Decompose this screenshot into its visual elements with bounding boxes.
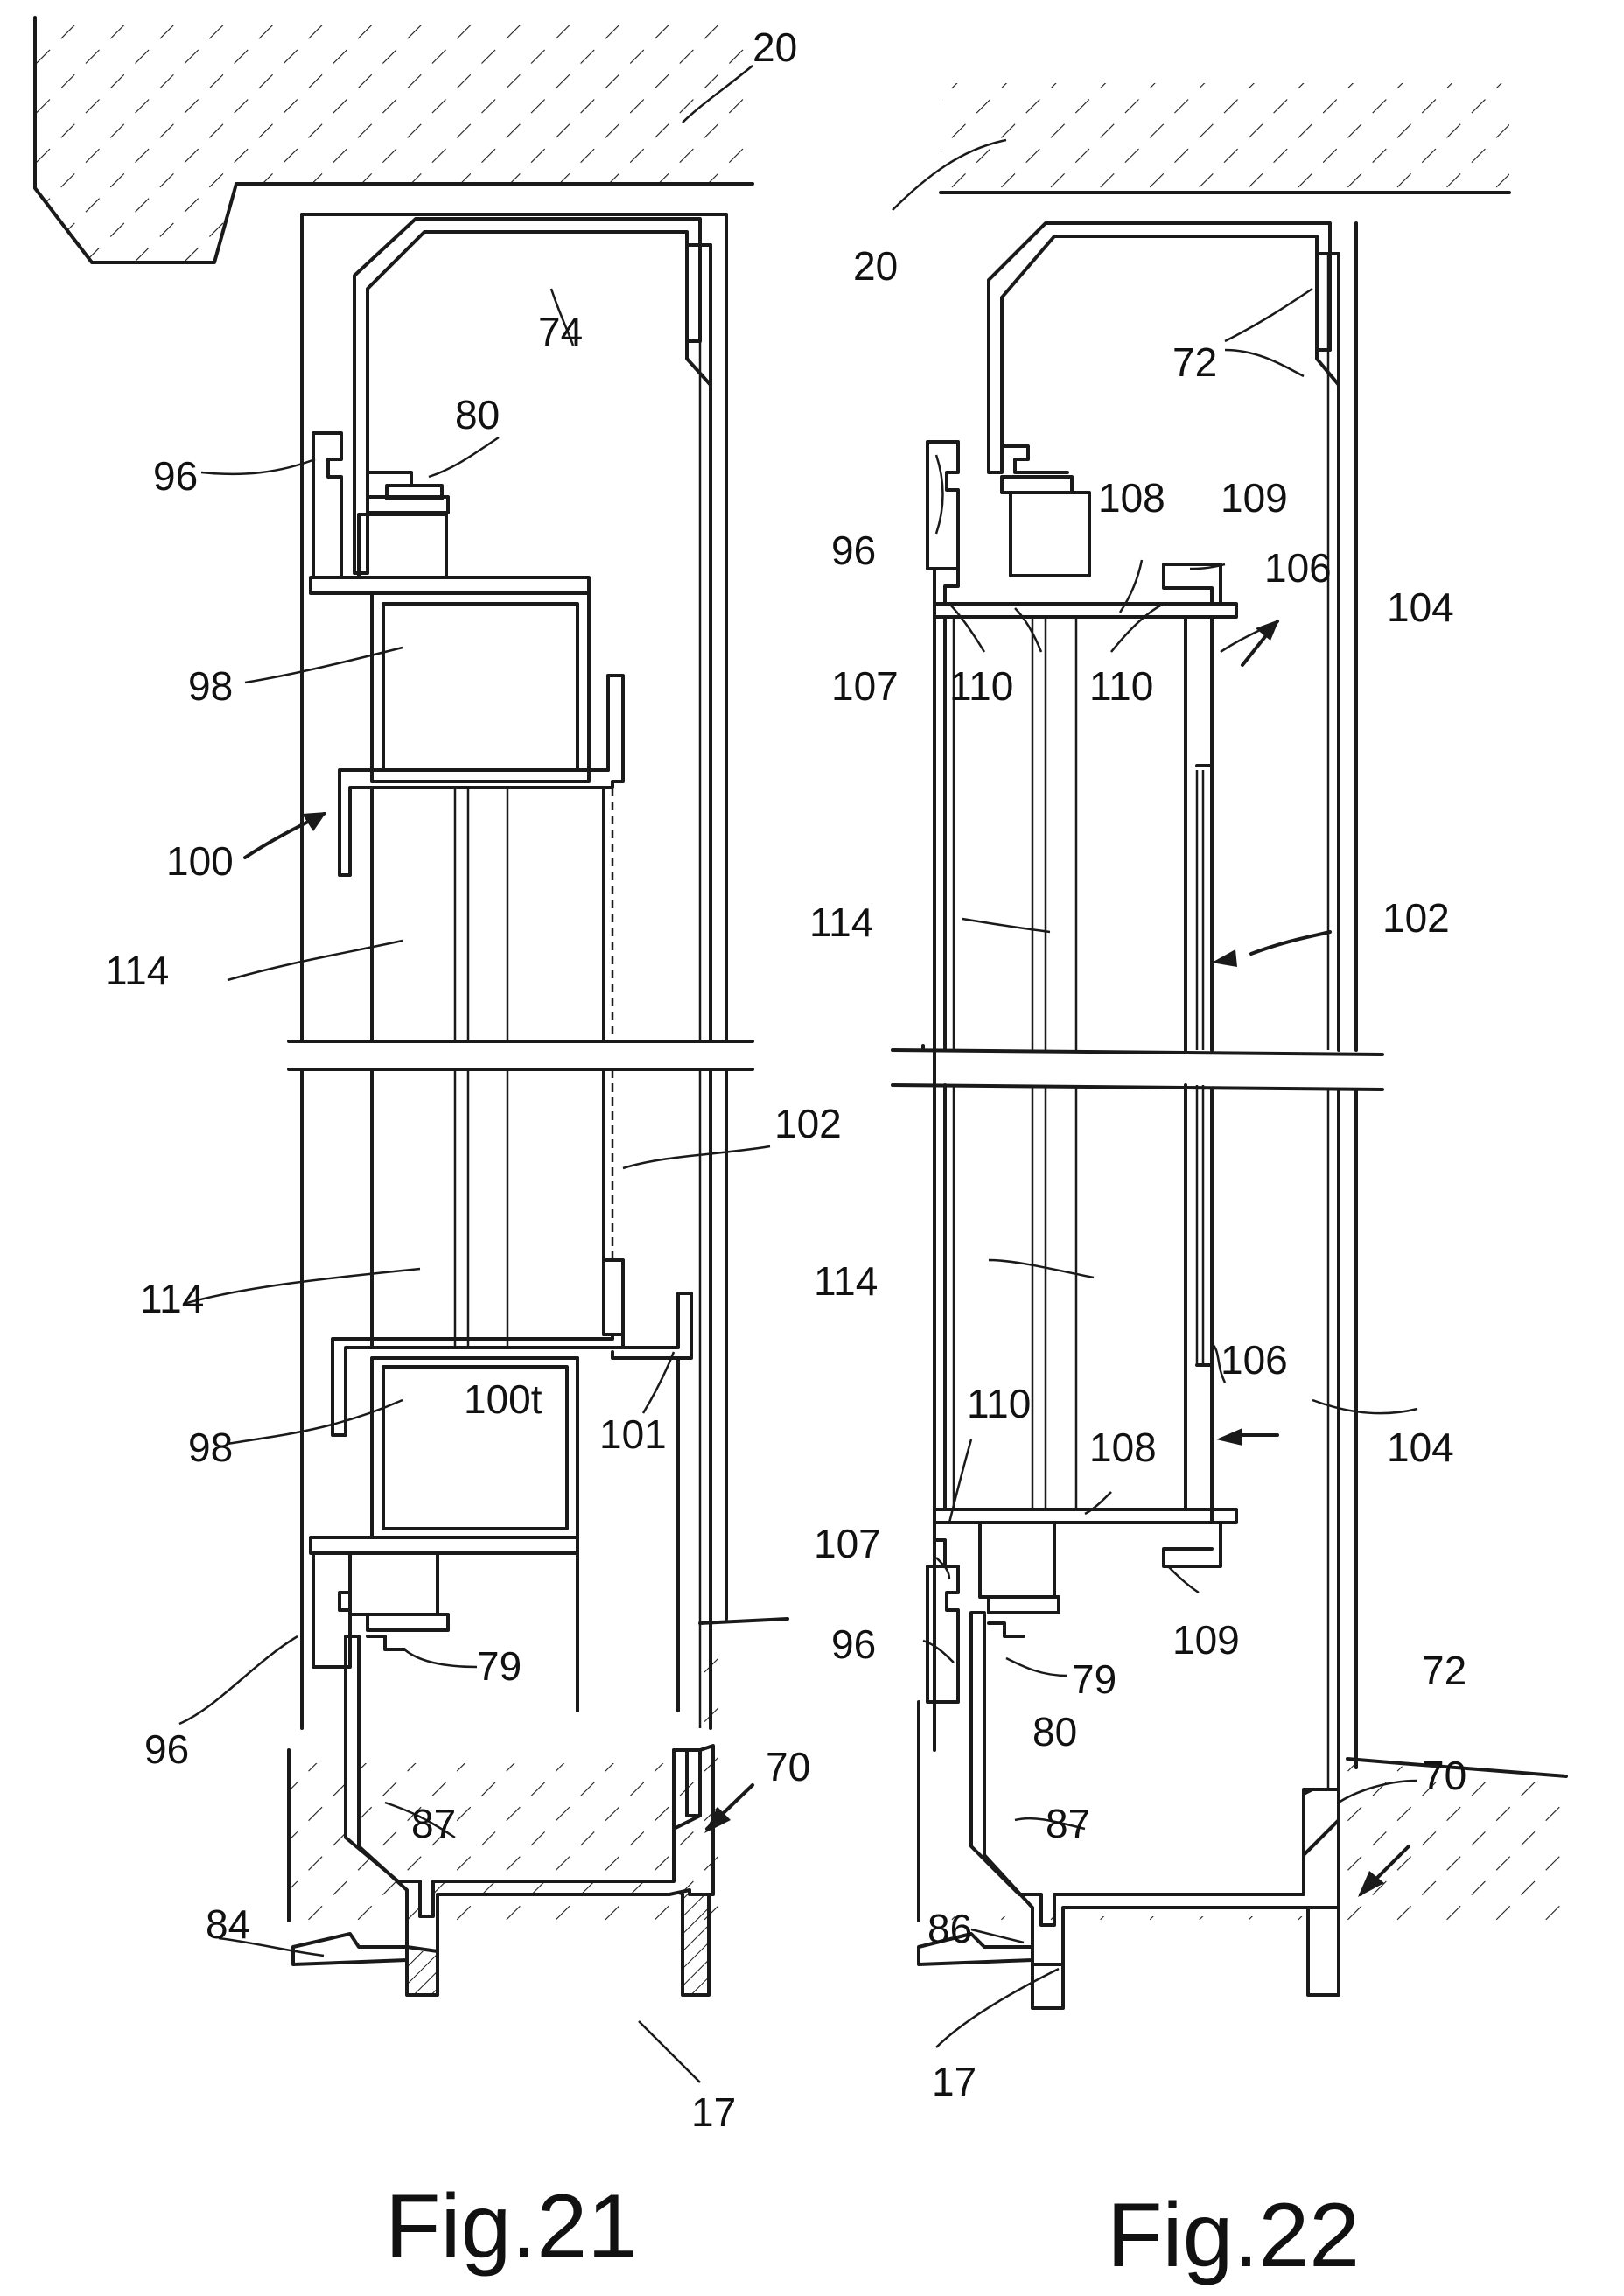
label-87: 87: [411, 1801, 456, 1846]
ceiling-slab-20b: [941, 83, 1509, 192]
label-96: 96: [153, 453, 198, 499]
label-80: 80: [455, 392, 500, 438]
label-107: 107: [831, 663, 899, 709]
label-101: 101: [599, 1411, 667, 1457]
label-98-lower: 98: [188, 1424, 233, 1470]
label-79b: 79: [1072, 1656, 1116, 1702]
label-108: 108: [1098, 475, 1166, 521]
foot-84: [293, 1934, 407, 1964]
label-96b: 96: [831, 528, 876, 573]
clip-79: [368, 1614, 448, 1630]
label-108b: 108: [1089, 1424, 1157, 1470]
caption-fig-21: Fig.21: [385, 2176, 638, 2278]
label-109: 109: [1221, 475, 1288, 521]
label-72b: 72: [1422, 1648, 1466, 1693]
label-74: 74: [538, 309, 583, 354]
label-17b: 17: [932, 2059, 976, 2104]
label-102: 102: [774, 1101, 842, 1146]
label-114b: 114: [809, 900, 873, 945]
label-86: 86: [928, 1906, 972, 1951]
label-20b: 20: [853, 243, 898, 289]
label-110c: 110: [967, 1381, 1031, 1426]
label-114-lower: 114: [140, 1276, 204, 1321]
figure-22-labels: 20 72 96 108 109 106 104 107 110 110 114…: [809, 243, 1466, 2286]
label-80b: 80: [1032, 1709, 1077, 1754]
label-96c: 96: [831, 1621, 876, 1667]
label-114: 114: [105, 948, 169, 993]
label-106: 106: [1264, 545, 1332, 591]
top-profile-74: [354, 219, 700, 573]
label-100t: 100t: [464, 1376, 542, 1422]
label-70: 70: [766, 1744, 810, 1789]
label-106b: 106: [1221, 1337, 1288, 1382]
figure-21: [35, 18, 788, 2082]
label-17: 17: [691, 2090, 736, 2135]
label-110b: 110: [1089, 663, 1153, 709]
ceiling-slab-20: [35, 18, 752, 262]
label-104: 104: [1387, 584, 1454, 630]
label-100: 100: [166, 838, 234, 884]
label-70b: 70: [1422, 1753, 1466, 1798]
label-109b: 109: [1172, 1617, 1240, 1662]
label-87b: 87: [1046, 1801, 1090, 1846]
label-96-lower: 96: [144, 1726, 189, 1772]
label-84: 84: [206, 1901, 250, 1947]
label-114c: 114: [814, 1258, 878, 1304]
label-20: 20: [752, 24, 797, 70]
caption-fig-22: Fig.22: [1107, 2185, 1360, 2286]
label-79: 79: [477, 1643, 522, 1689]
label-107b: 107: [814, 1521, 881, 1566]
label-110a: 110: [949, 663, 1013, 709]
label-72: 72: [1172, 340, 1217, 385]
label-104b: 104: [1387, 1424, 1454, 1470]
label-98: 98: [188, 663, 233, 709]
label-102b: 102: [1382, 895, 1450, 941]
